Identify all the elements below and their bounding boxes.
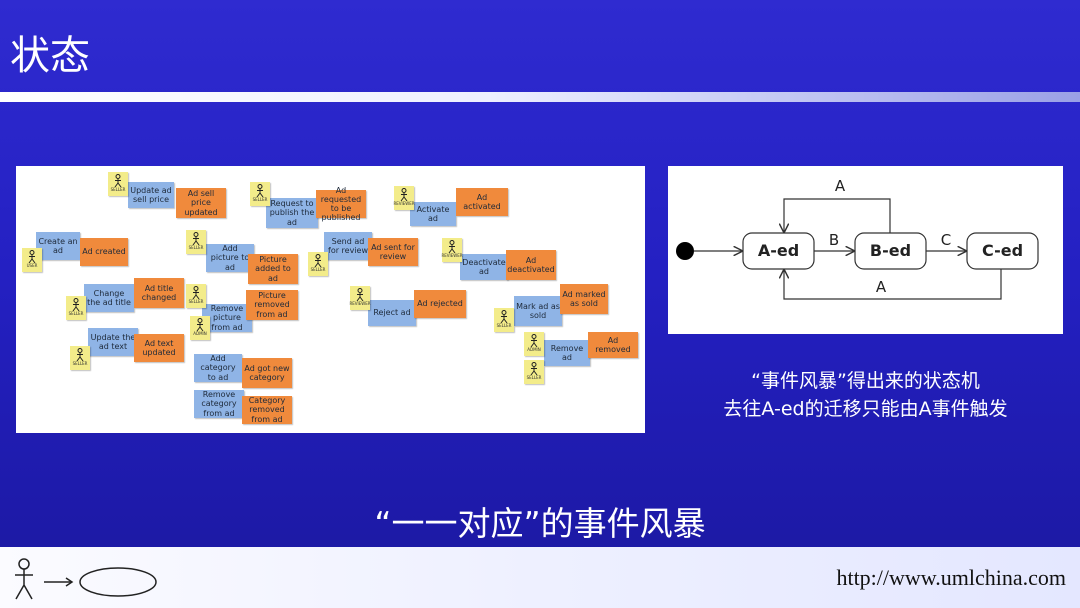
transition-b-to-a (784, 198, 891, 233)
footer-bar: http://www.umlchina.com (0, 547, 1080, 608)
stick-figure-icon (448, 240, 456, 254)
actor-note: REVIEWER (393, 186, 415, 210)
transition-label-b: B (829, 231, 839, 249)
actor-note: SELLER (108, 172, 128, 196)
actor-note: ADMIN (524, 332, 544, 356)
state-machine-diagram: A-ed B-ed C-ed B C A A (676, 177, 1039, 300)
actor-note: SELLER (186, 230, 206, 254)
sticky-note-request-to-publish: Request to publish the ad (266, 198, 318, 228)
stick-figure-icon (356, 288, 364, 302)
actor-role: SELLER (68, 311, 84, 316)
sticky-note-ad-deactivated: Ad deactivated (506, 250, 556, 280)
actor-note: SELLER (524, 360, 544, 384)
state-c-ed (966, 232, 1039, 270)
actor-role: SELLER (188, 299, 204, 304)
actor-role: USER (26, 263, 38, 268)
state-label-b-ed: B-ed (870, 241, 911, 260)
actor-role: SELLER (72, 361, 88, 366)
umlchina-logo-icon (15, 558, 157, 600)
sticky-note-picture-removed: Picture removed from ad (246, 290, 298, 320)
actor-role: SELLER (496, 323, 512, 328)
state-machine-caption-line1: “事件风暴”得出来的状态机 (751, 370, 980, 392)
sticky-note-ad-text-updated: Ad text updated (134, 334, 184, 362)
actor-role: REVIEWER (441, 253, 463, 258)
stick-figure-icon (76, 348, 84, 362)
actor-note: REVIEWER (441, 238, 463, 262)
main-caption: “一一对应”的事件风暴 (374, 504, 706, 543)
sticky-note-ad-removed: Ad removed (588, 332, 638, 358)
actor-role: ADMIN (193, 331, 207, 336)
stick-figure-icon (500, 310, 508, 324)
stick-figure-icon (192, 286, 200, 300)
stick-figure-icon (72, 298, 80, 312)
actor-note: SELLER (66, 296, 86, 320)
actor-role: REVIEWER (393, 201, 415, 206)
stick-figure-icon (256, 184, 264, 198)
sticky-note-update-ad-sell-price: Update ad sell price (128, 182, 174, 208)
actor-note: ADMIN (190, 316, 210, 340)
sticky-note-update-ad-text: Update the ad text (88, 328, 138, 356)
sticky-note-ad-rejected: Ad rejected (414, 290, 466, 318)
sticky-note-send-ad-for-review: Send ad for review (324, 232, 372, 260)
sticky-note-add-category: Add category to ad (194, 354, 242, 382)
stick-figure-icon (192, 232, 200, 246)
actor-role: SELLER (252, 197, 268, 202)
sticky-note-add-picture: Add picture to ad (206, 244, 254, 272)
transition-label-a-top: A (835, 177, 846, 195)
stick-figure-icon (114, 174, 122, 188)
sticky-note-ad-activated: Ad activated (456, 188, 508, 216)
sticky-note-picture-added: Picture added to ad (248, 254, 298, 284)
stick-figure-icon (400, 188, 408, 202)
sticky-note-remove-category: Remove category from ad (194, 390, 244, 418)
stick-figure-icon (28, 250, 36, 264)
actor-role: REVIEWER (349, 301, 371, 306)
actor-role: SELLER (110, 187, 126, 192)
stick-figure-icon (196, 318, 204, 332)
actor-role: ADMIN (527, 347, 541, 352)
transition-label-a-bottom: A (876, 278, 887, 296)
event-storming-board: Create an ad Ad created Update ad sell p… (16, 166, 645, 433)
actor-role: SELLER (310, 267, 326, 272)
sticky-note-category-removed: Category removed from ad (242, 396, 292, 424)
sticky-note-deactivate-ad: Deactivate ad (460, 254, 508, 280)
sticky-note-create-an-ad: Create an ad (36, 232, 80, 260)
state-label-c-ed: C-ed (982, 241, 1023, 260)
slide-title: 状态 (10, 33, 90, 79)
sticky-note-ad-marked-sold: Ad marked as sold (560, 284, 608, 314)
title-divider (0, 92, 1080, 102)
sticky-note-change-ad-title: Change the ad title (84, 284, 134, 312)
actor-note: SELLER (308, 252, 328, 276)
sticky-note-ad-sell-price-updated: Ad sell price updated (176, 188, 226, 218)
sticky-note-ad-requested-publish: Ad requested to be published (316, 186, 366, 222)
actor-note: SELLER (494, 308, 514, 332)
state-machine-panel: A-ed B-ed C-ed B C A A (668, 166, 1063, 334)
sticky-note-reject-ad: Reject ad (368, 300, 416, 326)
sticky-note-ad-sent-for-review: Ad sent for review (368, 238, 418, 266)
actor-note: SELLER (186, 284, 206, 308)
stick-figure-icon (314, 254, 322, 268)
actor-note: REVIEWER (349, 286, 371, 310)
stick-figure-icon (530, 362, 538, 376)
state-machine-caption-line2: 去往A-ed的迁移只能由A事件触发 (723, 398, 1008, 420)
actor-role: SELLER (526, 375, 542, 380)
actor-note: SELLER (70, 346, 90, 370)
sticky-note-activate-ad: Activate ad (410, 202, 456, 226)
sticky-note-remove-picture: Remove picture from ad (202, 304, 252, 332)
sticky-note-ad-created: Ad created (80, 238, 128, 266)
actor-note: USER (22, 248, 42, 272)
actor-note: SELLER (250, 182, 270, 206)
transition-label-c: C (941, 231, 951, 249)
footer-url[interactable]: http://www.umlchina.com (836, 565, 1066, 590)
actor-role: SELLER (188, 245, 204, 250)
sticky-note-ad-got-new-category: Ad got new category (242, 358, 292, 388)
transition-c-to-a (784, 269, 1002, 300)
initial-state-node (676, 242, 694, 260)
sticky-note-ad-title-changed: Ad title changed (134, 278, 184, 308)
sticky-note-mark-ad-sold: Mark ad as sold (514, 296, 562, 326)
stick-figure-icon (530, 334, 538, 348)
state-label-a-ed: A-ed (758, 241, 799, 260)
sticky-note-remove-ad: Remove ad (544, 340, 590, 366)
